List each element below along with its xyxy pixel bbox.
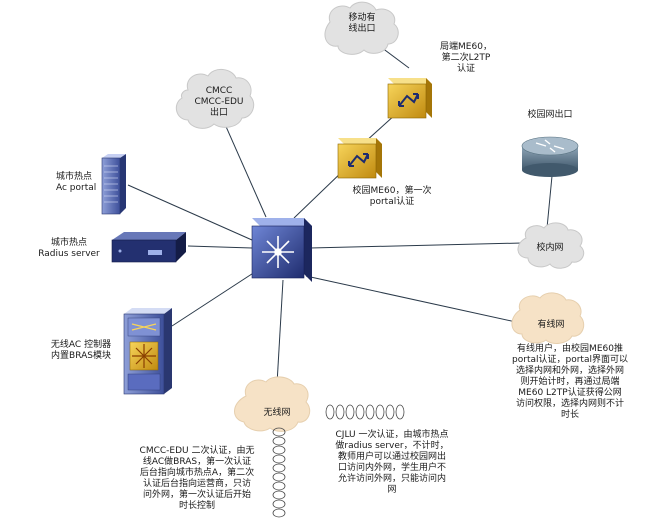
label-wireless-net: 无线网 <box>263 408 291 418</box>
label-wired-net: 有线网 <box>537 320 565 330</box>
campus-exit-router <box>521 136 579 177</box>
cloud-cmcc <box>175 69 255 129</box>
link-me60-me60 <box>364 113 397 143</box>
label-cmcc-exit: CMCC CMCC-EDU 出口 <box>194 86 244 118</box>
label-me60-campus: 校园ME60，第一次 portal认证 <box>352 186 432 207</box>
wireless-ac-device <box>123 308 172 395</box>
label-campus-net: 校内网 <box>536 243 564 253</box>
cloud-wireless-net <box>234 376 311 432</box>
link-core-portal <box>127 184 253 241</box>
label-mobile-exit: 移动有 线出口 <box>348 13 376 34</box>
link-core-wired <box>305 275 517 323</box>
cloud-campus-net <box>517 222 585 269</box>
link-core-cmcc <box>223 121 267 218</box>
note-cjlu: CJLU 一次认证，由城市热点 做radius server，不计时， 教师用户… <box>335 430 449 495</box>
label-hotspot-radius: 城市热点 Radius server <box>38 238 100 259</box>
link-core-ac <box>171 269 259 327</box>
label-wireless-ac: 无线AC 控制器 内置BRAS模块 <box>50 340 112 361</box>
link-core-wireless <box>276 279 284 385</box>
wireless-coil-vertical <box>272 427 286 518</box>
ac-portal-server <box>101 154 126 215</box>
link-core-campus <box>309 242 523 249</box>
wireless-coil-horizontal <box>325 404 405 420</box>
cloud-wired-net <box>511 292 585 344</box>
link-router-campus <box>546 175 553 229</box>
me60-campus-device <box>337 138 382 179</box>
link-core-radius <box>187 245 253 249</box>
cloud-mobile <box>324 1 399 55</box>
label-hotspot-portal: 城市热点 Ac portal <box>56 172 97 193</box>
label-campus-exit: 校园网出口 <box>527 110 573 120</box>
link-core-me60campus <box>293 167 347 219</box>
me60-remote-device <box>387 78 432 119</box>
core-switch-device <box>251 218 312 282</box>
radius-server-appliance <box>111 232 186 263</box>
label-me60-remote: 局端ME60， 第二次L2TP 认证 <box>440 42 492 74</box>
note-cmcc: CMCC-EDU 二次认证，由无 线AC做BRAS，第一次认证 后台指向城市热点… <box>139 446 255 511</box>
note-wired: 有线用户，由校园ME60推 portal认证，portal界面可以 选择内网和外… <box>512 344 628 420</box>
